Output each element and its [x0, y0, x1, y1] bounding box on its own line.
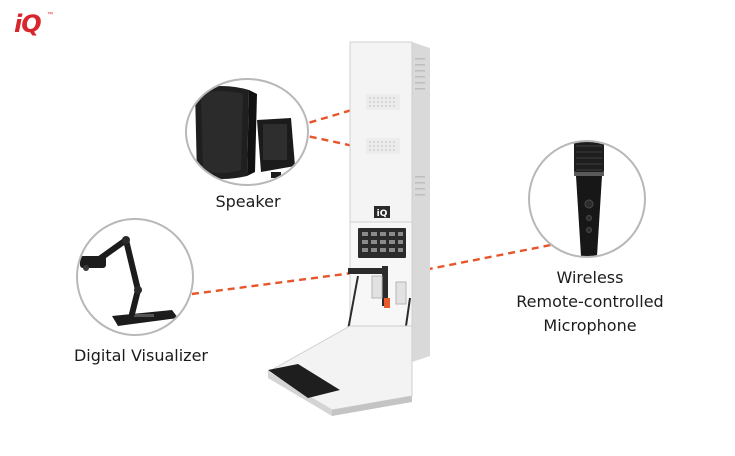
panel-logo-text: iQ — [377, 209, 388, 219]
microphone-callout-line — [413, 242, 557, 274]
microphone-label: Wireless Remote-controlled Microphone — [500, 266, 680, 338]
microphone-label-line1: Wireless — [556, 268, 624, 287]
microphone-icon — [574, 142, 604, 256]
brand-logo-text: iQ — [14, 10, 42, 38]
visualizer-circle — [76, 218, 194, 336]
visualizer-callout-line — [191, 270, 361, 296]
visualizer-label: Digital Visualizer — [73, 346, 208, 365]
visualizer-icon — [80, 236, 178, 326]
panel-logo-badge — [374, 206, 390, 218]
speaker-grille-top — [366, 94, 400, 110]
speaker-label: Speaker — [215, 192, 281, 211]
brand-trademark: ™ — [47, 12, 53, 18]
microphone-label-line2: Remote-controlled — [516, 292, 664, 311]
microphone-label-line3: Microphone — [543, 316, 637, 335]
speaker-grille-bottom — [366, 138, 400, 154]
podium-device: iQ — [266, 41, 430, 416]
speaker-icon — [195, 86, 295, 179]
microphone-circle — [528, 140, 646, 258]
speaker-circle — [185, 78, 309, 186]
brand-logo: iQ ™ — [14, 10, 58, 44]
